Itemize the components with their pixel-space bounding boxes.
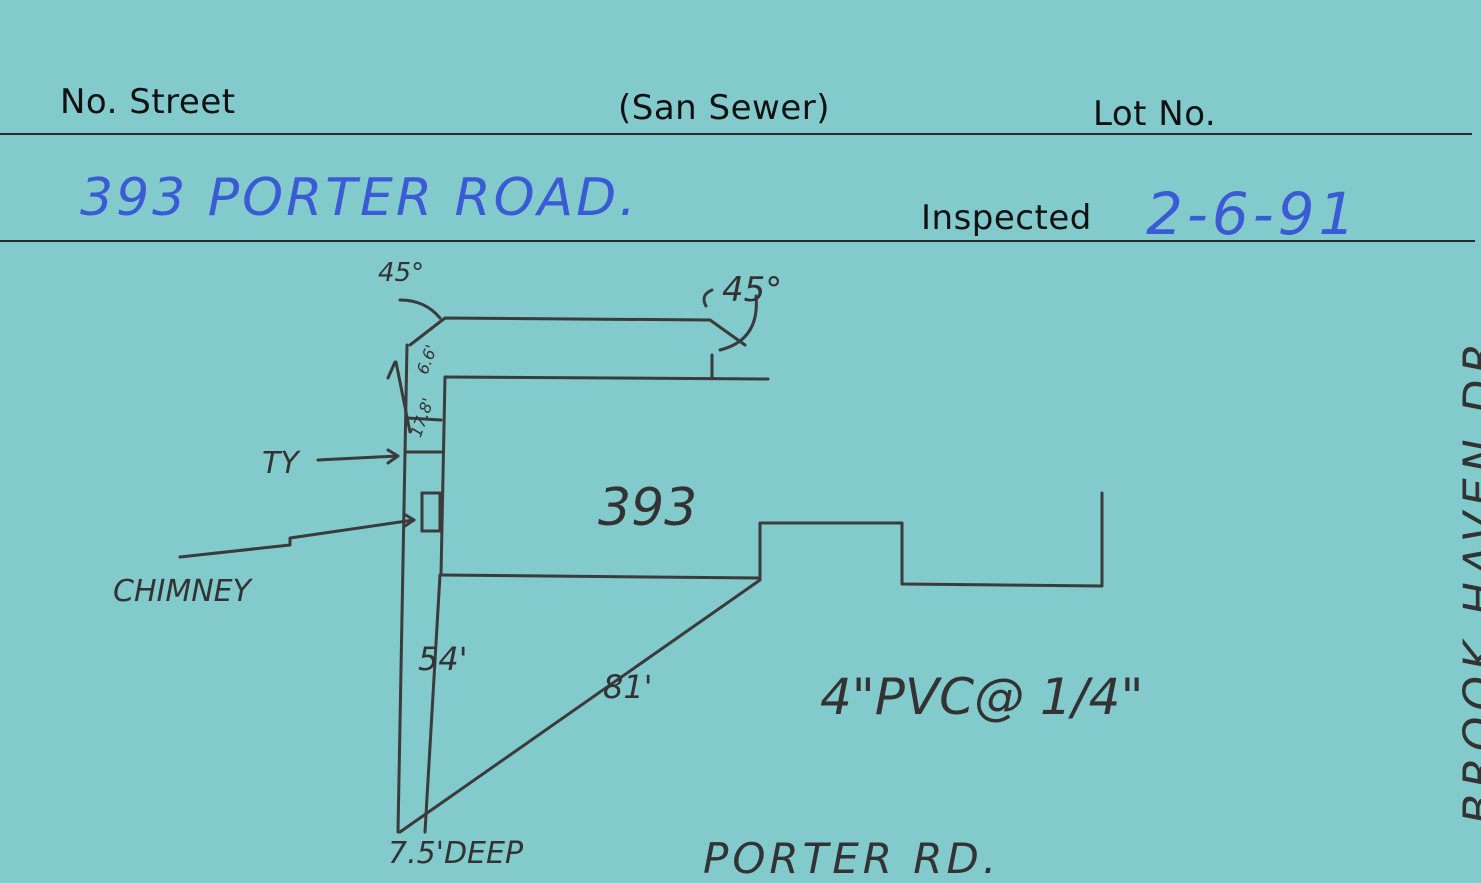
chimney-arrow <box>180 520 414 557</box>
angle-arrow-left <box>400 300 440 318</box>
chimney-label: CHIMNEY <box>113 574 251 609</box>
house-outline <box>760 493 1102 586</box>
ty-label: TY <box>262 446 299 481</box>
street-right: BROOK HAVEN DR. <box>1455 271 1481 871</box>
angle-top-left: 45° <box>378 258 424 288</box>
depth-label: 7.5'DEEP <box>388 836 523 871</box>
upper-building-line <box>445 377 768 379</box>
house-number: 393 <box>598 478 697 538</box>
length-81: 81' <box>603 668 653 706</box>
chimney-box <box>422 493 440 531</box>
length-54: 54' <box>418 640 468 678</box>
pipe-diagonal <box>400 580 760 832</box>
pipe-spec: 4"PVC@ 1/4" <box>820 668 1143 726</box>
street-bottom: PORTER RD. <box>703 834 1000 883</box>
top-wall <box>410 318 745 345</box>
ty-arrow <box>318 456 398 460</box>
angle-top-right: 45° <box>722 270 782 310</box>
